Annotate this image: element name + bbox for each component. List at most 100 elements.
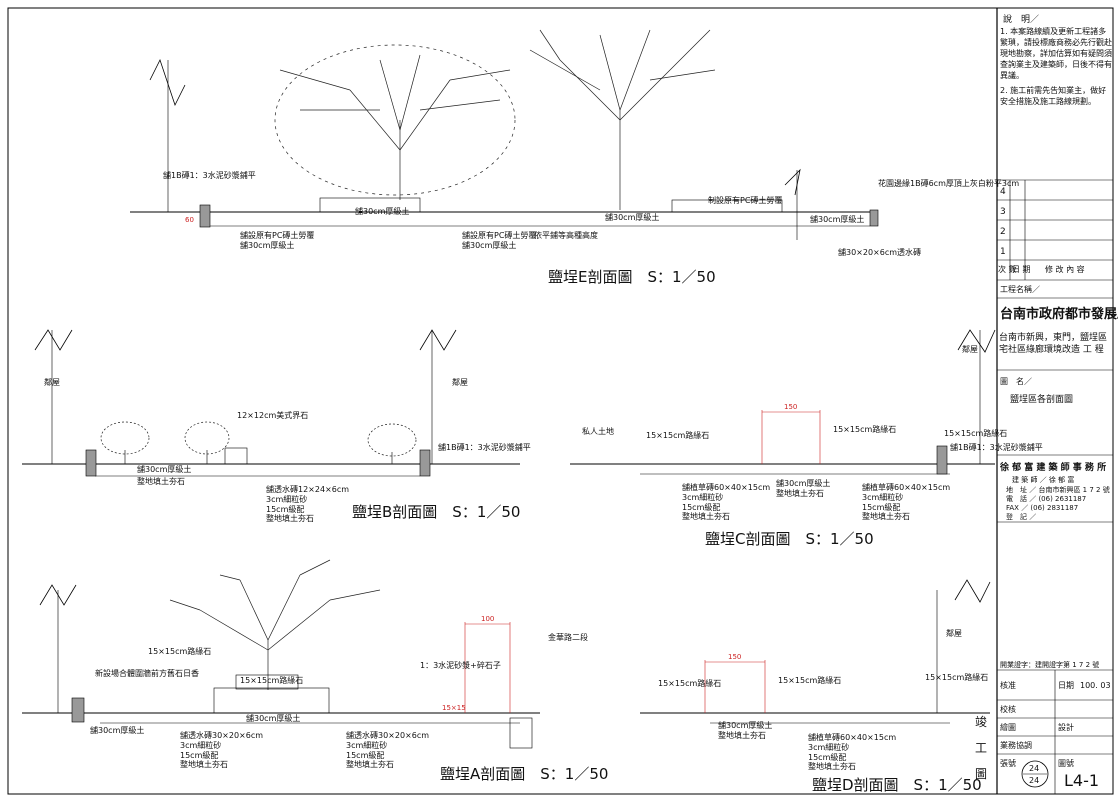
firm-tel: 電 話 ／ (06) 2631187 (1006, 494, 1086, 503)
label: 3cm細粒砂 (808, 742, 849, 752)
label: 舖透水磚12×24×6cm (266, 484, 349, 494)
label: 舖透水磚30×20×6cm (180, 730, 263, 740)
tree-icon (169, 559, 381, 690)
approval-drawn: 繪圖 (1000, 722, 1016, 732)
approval-review: 校核 (1000, 704, 1016, 714)
label: 舖30cm厚級土 (246, 713, 300, 723)
shrub-icon (100, 421, 150, 464)
label: 舖1B磚1：3水泥砂漿鋪平 (950, 442, 1043, 452)
approval-supervisor: 業務協調 (1000, 740, 1032, 750)
label: 金華路二段 (548, 632, 588, 642)
label: 舖30cm厚級土 (810, 214, 864, 224)
dimension: 100 (481, 615, 494, 623)
section-b: 鄰屋 鄰屋 12×12cm美式界石 舖1B磚1：3水泥砂漿鋪平 舖30cm厚級土… (22, 329, 531, 523)
label: 15×15cm路緣石 (148, 646, 211, 656)
label: 3cm細粒砂 (862, 492, 903, 502)
shrub-icon (367, 423, 417, 464)
approval-date: 100. 03 (1080, 681, 1111, 690)
dimension: 150 (784, 403, 797, 411)
firm-architect: 建 築 師 ／ 徐 郁 富 (1012, 475, 1074, 484)
label: 鄰屋 (962, 344, 978, 354)
label: 鄰屋 (452, 377, 468, 387)
label: 舖植草磚60×40×15cm (808, 732, 896, 742)
label: 舖30cm厚級土 (605, 212, 659, 222)
label: 制設原有PC磚土勞覆 (708, 195, 782, 205)
section-e: 舖1B磚1：3水泥砂漿鋪平 舖30cm厚級土 舖設原有PC磚土勞覆 舖30cm厚… (130, 29, 1019, 286)
section-title: 鹽埕D剖面圖 S：1／50 (812, 776, 982, 794)
label: 15×15cm路緣石 (658, 678, 721, 688)
label: 鄰屋 (44, 377, 60, 387)
label: 舖1B磚1：3水泥砂漿鋪平 (163, 170, 256, 180)
sheet-total: 24 (1029, 776, 1039, 785)
sheet-circle (1021, 760, 1049, 788)
label: 鄰屋 (946, 628, 962, 638)
label: 私人土地 (582, 426, 614, 436)
label: 15cm級配 (180, 750, 218, 760)
revision-header: 修 改 內 容 (1045, 264, 1085, 274)
stage-char: 竣 (975, 714, 987, 729)
firm-reg: 登 記 ／ (1006, 512, 1036, 521)
label: 舖透水磚30×20×6cm (346, 730, 429, 740)
revision-no: 2 (1000, 227, 1006, 237)
label: 舖30cm厚級土 (240, 240, 294, 250)
label: 15cm級配 (862, 502, 900, 512)
label: 整地填土夯石 (718, 730, 766, 740)
section-c: 鄰屋 私人土地 15×15cm路緣石 15×15cm路緣石 15×15cm路緣石… (570, 329, 1043, 548)
label: 舖植草磚60×40×15cm (682, 482, 770, 492)
label: 花園邊緣1B磚6cm厚頂上灰白粉平3cm (878, 178, 1019, 188)
shrub-icon (184, 421, 230, 464)
dimension: 60 (185, 216, 194, 224)
label: 整地填土夯石 (137, 476, 185, 486)
label: 15×15cm路緣石 (833, 424, 896, 434)
label: 舖30cm厚級土 (355, 206, 409, 216)
label: 15×15cm路緣石 (944, 428, 1007, 438)
label: 3cm細粒砂 (266, 494, 307, 504)
drawing-name-label: 圖 名／ (1000, 376, 1032, 386)
label: 15×15cm路緣石 (240, 675, 303, 685)
label: 15×15cm路緣石 (778, 675, 841, 685)
note-item: 2. 施工前需先告知業主，做好安全措施及施工路線規劃。 (1000, 86, 1107, 106)
project-owner: 台南市政府都市發展局 (1000, 306, 1118, 322)
project-label: 工程名稱／ (1000, 284, 1040, 294)
label: 15cm級配 (682, 502, 720, 512)
section-title: 鹽埕C剖面圖 S：1／50 (705, 530, 874, 548)
label: 12×12cm美式界石 (237, 410, 308, 420)
label: 舖設原有PC磚土勞覆 (462, 230, 536, 240)
label: 舖設原有PC磚土勞覆 (240, 230, 314, 240)
firm-address: 地 址 ／ 台南市新興區 1 7 2 號 (1006, 485, 1110, 494)
stage-char: 圖 (975, 767, 987, 781)
dimension: 15×15 (442, 704, 466, 712)
approval-date-label: 日期 (1058, 681, 1074, 690)
label: 新設場合體圍牆前方舊石日香 (95, 668, 199, 678)
label: 整地填土夯石 (808, 761, 856, 771)
notes-heading: 說 明／ (1003, 13, 1039, 25)
sheet-frame (7, 7, 1114, 795)
label: 15cm級配 (808, 752, 846, 762)
sheet-number: 24 (1029, 764, 1039, 773)
sheet-label: 張號 (1000, 758, 1016, 768)
label: 舖植草磚60×40×15cm (862, 482, 950, 492)
label: 舖30×20×6cm透水磚 (838, 247, 921, 257)
label: 整地填土夯石 (682, 511, 730, 521)
label: 15cm級配 (346, 750, 384, 760)
label: 舖30cm厚級土 (462, 240, 516, 250)
approval-check: 核准 (1000, 680, 1016, 690)
label: 整地填土夯石 (180, 759, 228, 769)
drawing-no-label: 圖號 (1058, 758, 1074, 768)
revision-header: 日 期 (1012, 265, 1031, 274)
label: 15×15cm路緣石 (646, 430, 709, 440)
section-title: 鹽埕E剖面圖 S：1／50 (548, 268, 716, 286)
section-title: 鹽埕B剖面圖 S：1／50 (352, 503, 520, 521)
approval-design: 設計 (1058, 722, 1074, 732)
dimension: 150 (728, 653, 741, 661)
stage-char: 工 (975, 741, 987, 755)
drawing-number: L4-1 (1064, 771, 1099, 790)
label: 15cm級配 (266, 504, 304, 514)
label: 15×15cm路緣石 (925, 672, 988, 682)
label: 舖30cm厚級土 (718, 720, 772, 730)
project-name-suffix: 工 程 (1082, 345, 1104, 355)
label: 3cm細粒砂 (180, 740, 221, 750)
section-a: 15×15cm路緣石 15×15cm路緣石 新設場合體圍牆前方舊石日香 舖30c… (22, 559, 608, 783)
label: 整地填土夯石 (266, 513, 314, 523)
label: 1：3水泥砂漿+碎石子 (420, 660, 501, 670)
